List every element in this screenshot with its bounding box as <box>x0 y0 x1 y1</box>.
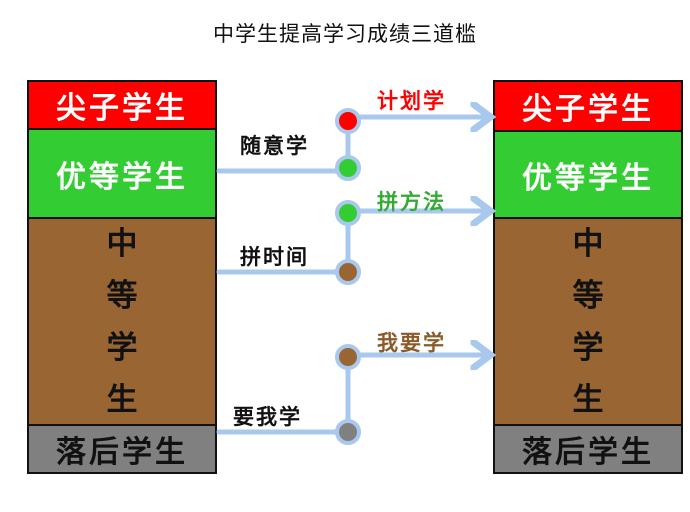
node-middle-dot <box>335 259 361 285</box>
left-tier-middle-char: 等 <box>106 277 138 314</box>
right-tier-top: 尖子学生 <box>495 82 681 132</box>
left-tier-middle-char: 中 <box>106 225 138 262</box>
left-tier-middle: 中 等 学 生 <box>29 219 215 426</box>
step-from-label-3: 要我学 <box>233 405 302 429</box>
left-tier-excellent: 优等学生 <box>29 130 215 219</box>
node-top-dot <box>335 108 361 134</box>
right-tier-middle-char: 学 <box>572 329 604 366</box>
right-tier-low: 落后学生 <box>495 426 681 472</box>
step-from-label-2: 拼时间 <box>240 245 309 269</box>
arrow-1 <box>345 117 488 121</box>
right-tier-middle-char: 中 <box>572 225 604 262</box>
right-student-levels: 尖子学生 优等学生 中 等 学 生 落后学生 <box>493 80 683 474</box>
left-tier-middle-char: 生 <box>106 381 138 418</box>
step-to-label-2: 拼方法 <box>377 190 446 214</box>
right-tier-middle: 中 等 学 生 <box>495 219 681 426</box>
right-tier-excellent: 优等学生 <box>495 132 681 219</box>
left-tier-middle-char: 学 <box>106 329 138 366</box>
step-to-label-3: 我要学 <box>377 331 446 355</box>
node-low-dot <box>335 419 361 445</box>
node-middle-dot <box>335 344 361 370</box>
right-tier-middle-char: 等 <box>572 277 604 314</box>
right-tier-middle-char: 生 <box>572 381 604 418</box>
step-from-label-1: 随意学 <box>240 134 309 158</box>
node-excellent-dot <box>335 200 361 226</box>
step-to-label-1: 计划学 <box>377 89 446 113</box>
left-tier-top: 尖子学生 <box>29 82 215 130</box>
node-excellent-dot <box>335 155 361 181</box>
diagram-title: 中学生提高学习成绩三道槛 <box>213 22 477 46</box>
left-student-levels: 尖子学生 优等学生 中 等 学 生 落后学生 <box>27 80 217 474</box>
left-tier-low: 落后学生 <box>29 426 215 472</box>
